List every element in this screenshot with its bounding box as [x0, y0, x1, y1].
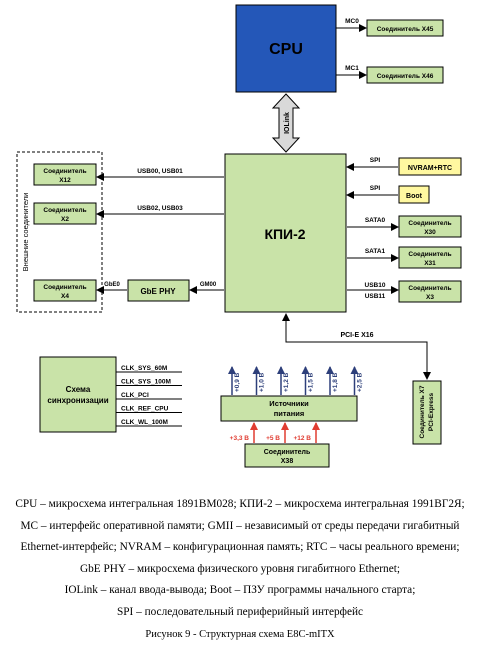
- figure-caption: Рисунок 9 - Структурная схема E8C-mITX: [145, 628, 335, 640]
- kpi-block: КПИ-2: [224, 153, 347, 313]
- connector-x31-line1: Соединитель: [408, 251, 451, 258]
- mc1-bus-label: MC1: [345, 65, 359, 72]
- power-input-label: +5 В: [266, 435, 280, 442]
- usb02-link: USB02, USB03: [96, 205, 224, 218]
- clock-label: CLK_WL_100M: [121, 419, 168, 426]
- sata0-link: SATA0 Соединитель X30: [347, 215, 462, 238]
- connector-x12-line2: X12: [59, 177, 71, 184]
- connector-x31-line2: X31: [424, 260, 436, 267]
- external-connectors-group: Внешние соединители Соединитель X12 Соед…: [16, 151, 103, 313]
- connector-x38: Соединитель X38: [244, 443, 330, 468]
- connector-x3-line2: X3: [426, 294, 434, 301]
- cpu-block: CPU: [235, 4, 337, 93]
- legend-line: GbE PHY – микросхема физического уровня …: [79, 562, 400, 575]
- usb00-bus-label: USB00, USB01: [137, 168, 183, 175]
- iolink-connection: IOLink: [271, 93, 301, 153]
- legend-line: SPI – последовательный периферийный инте…: [116, 605, 364, 618]
- sync-label-line1: Схема: [66, 385, 91, 394]
- power-output-label: +0,9 В: [234, 372, 241, 392]
- connector-x45-label: Соединитель X45: [377, 26, 434, 33]
- cpu-label: CPU: [269, 41, 303, 58]
- gbe0-bus-label: GbE0: [104, 282, 120, 288]
- boot-spi-label: SPI: [370, 185, 381, 192]
- usb11-bus-label: USB11: [365, 293, 386, 300]
- connector-x30-line1: Соединитель: [408, 220, 451, 227]
- nvram-rtc-link: SPI NVRAM+RTC: [346, 157, 462, 176]
- connector-x2-line2: X2: [61, 216, 69, 223]
- boot-link: SPI Boot: [346, 185, 430, 204]
- connector-x3: [398, 280, 462, 303]
- pcie-link: PCI-E X16 Соединитель X7 PCI-Express: [282, 313, 442, 445]
- power-label-line1: Источники: [269, 399, 309, 408]
- usb02-bus-label: USB02, USB03: [137, 205, 183, 212]
- mc0-bus-label: MC0: [345, 18, 359, 25]
- iolink-label: IOLink: [284, 112, 291, 134]
- block-diagram: CPU MC0 Соединитель X45 MC1 Соединитель …: [16, 4, 462, 468]
- gbe-phy-block: GbE0 GbE PHY GM00: [96, 279, 224, 302]
- power-output-label: +1,8 В: [332, 372, 339, 392]
- connector-x31: [398, 246, 462, 269]
- legend-line: IOLink – канал ввода-вывода; Boot – ПЗУ …: [64, 584, 416, 597]
- sync-block: Схема синхронизации: [39, 356, 117, 433]
- connector-x46: [366, 66, 444, 84]
- connector-x2-line1: Соединитель: [43, 207, 86, 214]
- memory-link-mc0: MC0 Соединитель X45: [336, 18, 444, 37]
- clock-label: CLK_SYS_60M: [121, 365, 167, 372]
- connector-x38-line1: Соединитель: [264, 449, 311, 456]
- usb10-bus-label: USB10: [365, 282, 386, 289]
- connector-x4-line2: X4: [61, 293, 69, 300]
- power-label-line2: питания: [274, 409, 305, 418]
- nvram-rtc-block: [398, 157, 462, 176]
- kpi-label: КПИ-2: [264, 226, 305, 242]
- power-output-label: +2,5 В: [357, 372, 364, 392]
- connector-x30: [398, 215, 462, 238]
- connector-x12-line1: Соединитель: [43, 168, 86, 175]
- connector-x46-label: Соединитель X46: [377, 73, 434, 80]
- connector-x7: [412, 380, 442, 445]
- power-input-label: +3,3 В: [230, 435, 250, 442]
- clock-signals: CLK_SYS_60M CLK_SYS_100M CLK_PCI CLK_REF_CP…: [116, 365, 182, 427]
- power-output-label: +1,2 В: [283, 372, 290, 392]
- connector-x7-line2: PCI-Express: [428, 392, 435, 431]
- connector-x45: [366, 19, 444, 37]
- legend-line: CPU – микросхема интегральная 1891ВМ028;…: [15, 498, 465, 510]
- power-input-label: +12 В: [293, 435, 311, 442]
- gm00-bus-label: GM00: [200, 282, 217, 288]
- sata1-link: SATA1 Соединитель X31: [347, 246, 462, 269]
- power-block: Источники питания: [220, 395, 358, 422]
- gbe-phy-label: GbE PHY: [140, 287, 176, 296]
- clock-label: CLK_SYS_100M: [121, 379, 171, 386]
- boot-block: [398, 185, 430, 204]
- power-output-label: +1,0 В: [259, 372, 266, 392]
- sata1-bus-label: SATA1: [365, 248, 386, 255]
- connector-x7-line1: Соединитель X7: [419, 385, 426, 438]
- sync-label-line2: синхронизации: [47, 396, 108, 405]
- legend-line: Ethernet-интерфейс; NVRAM – конфигурацио…: [20, 541, 460, 554]
- external-group-label: Внешние соединители: [21, 193, 30, 272]
- legend-line: MC – интерфейс оперативной памяти; GMII …: [20, 519, 460, 532]
- power-outputs: +0,9 В +1,0 В +1,2 В +1,5 В +1,8 В +2,5 В: [228, 366, 364, 395]
- nvram-spi-label: SPI: [370, 157, 381, 164]
- clock-label: CLK_PCI: [121, 392, 149, 399]
- usb10-link: USB10 USB11 Соединитель X3: [347, 280, 462, 303]
- connector-x30-line2: X30: [424, 229, 436, 236]
- clock-label: CLK_REF_CPU: [121, 406, 169, 413]
- sata0-bus-label: SATA0: [365, 217, 386, 224]
- boot-label: Boot: [406, 193, 423, 200]
- usb00-link: USB00, USB01: [96, 168, 224, 181]
- pcie-bus-label: PCI-E X16: [340, 332, 373, 339]
- memory-link-mc1: MC1 Соединитель X46: [336, 65, 444, 84]
- nvram-rtc-label: NVRAM+RTC: [408, 165, 452, 172]
- legend: CPU – микросхема интегральная 1891ВМ028;…: [6, 494, 474, 645]
- power-inputs: +3,3 В +5 В +12 В: [230, 422, 320, 443]
- connector-x3-line1: Соединитель: [408, 285, 451, 292]
- connector-x4-line1: Соединитель: [43, 284, 86, 291]
- connector-x38-line2: X38: [281, 458, 294, 465]
- power-output-label: +1,5 В: [308, 372, 315, 392]
